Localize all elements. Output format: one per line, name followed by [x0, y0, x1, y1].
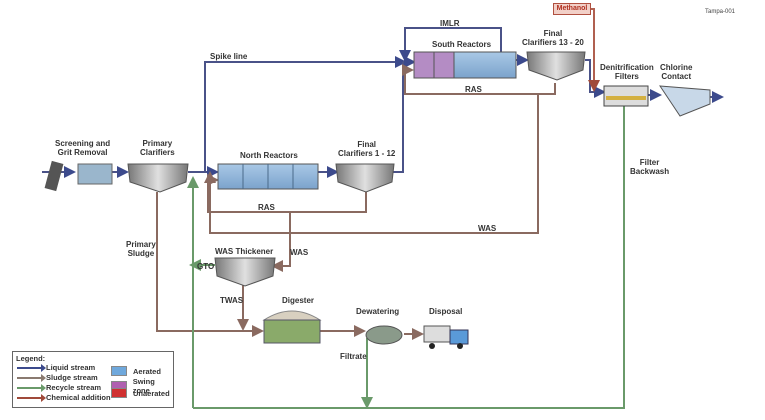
south-reactors-label: South Reactors [432, 40, 492, 49]
digester-label: Digester [282, 296, 315, 305]
legend-aerated: Aerated [111, 366, 161, 376]
imlr-line [399, 27, 502, 62]
filter-backwash-line [193, 105, 625, 409]
north-reactors-label: North Reactors [240, 151, 298, 160]
spike-line [204, 56, 407, 172]
legend-title: Legend: [16, 354, 46, 363]
ras-north-line [207, 174, 367, 213]
dewatering-unit [365, 325, 403, 345]
disposal-truck [423, 325, 469, 349]
was-main-label: WAS [478, 224, 497, 233]
chlorine-contact-label: Chlorine Contact [660, 63, 693, 81]
spike-line-label: Spike line [210, 52, 248, 61]
ras-south-label: RAS [465, 85, 482, 94]
imlr-label: IMLR [440, 19, 460, 28]
south-reactors [413, 51, 517, 79]
was-thickener-label: WAS Thickener [215, 247, 274, 256]
gto-label: GTO [197, 262, 215, 271]
final-clarifier-1-12 [335, 163, 395, 193]
filtrate-label: Filtrate [340, 352, 367, 361]
legend-sludge: Sludge stream [17, 373, 98, 382]
was-thickener [214, 257, 276, 287]
was-main-line [204, 94, 539, 234]
twas-label: TWAS [220, 296, 244, 305]
ras-north-label: RAS [258, 203, 275, 212]
primary-clarifiers-label: Primary Clarifiers [140, 139, 175, 157]
primary-sludge-label: Primary Sludge [126, 240, 156, 258]
denitrification-filters-label: Denitrification Filters [600, 63, 654, 81]
was-branch-line [271, 212, 291, 272]
final-clarifier-13-20 [526, 51, 586, 81]
methanol-tag: Methanol [553, 3, 591, 15]
denitrification-filters [603, 85, 649, 107]
legend-liquid: Liquid stream [17, 363, 95, 372]
final-clarifiers-1-12-label: Final Clarifiers 1 - 12 [338, 140, 396, 158]
primary-sludge-line [156, 192, 264, 337]
final-clarifiers-13-20-label: Final Clarifiers 13 - 20 [522, 29, 584, 47]
methanol-line [588, 8, 600, 92]
legend-unaerated: Unaerated [111, 388, 170, 398]
diagram-id: Tampa-001 [705, 9, 736, 15]
dewatering-label: Dewatering [356, 307, 400, 316]
disposal-label: Disposal [429, 307, 463, 316]
legend-recycle: Recycle stream [17, 383, 101, 392]
digester [262, 310, 322, 344]
was-branch-label: WAS [290, 248, 309, 257]
primary-clarifier [127, 163, 189, 193]
filter-backwash-label: Filter Backwash [630, 158, 670, 176]
screening-unit [44, 160, 113, 192]
screening-label: Screening and Grit Removal [55, 139, 111, 157]
legend-chemical: Chemical addition [17, 393, 111, 402]
chlorine-contact [659, 85, 711, 117]
legend: Legend: Liquid stream Sludge stream Recy… [12, 351, 174, 408]
ras-south-line [402, 64, 556, 95]
north-reactors [217, 163, 319, 190]
